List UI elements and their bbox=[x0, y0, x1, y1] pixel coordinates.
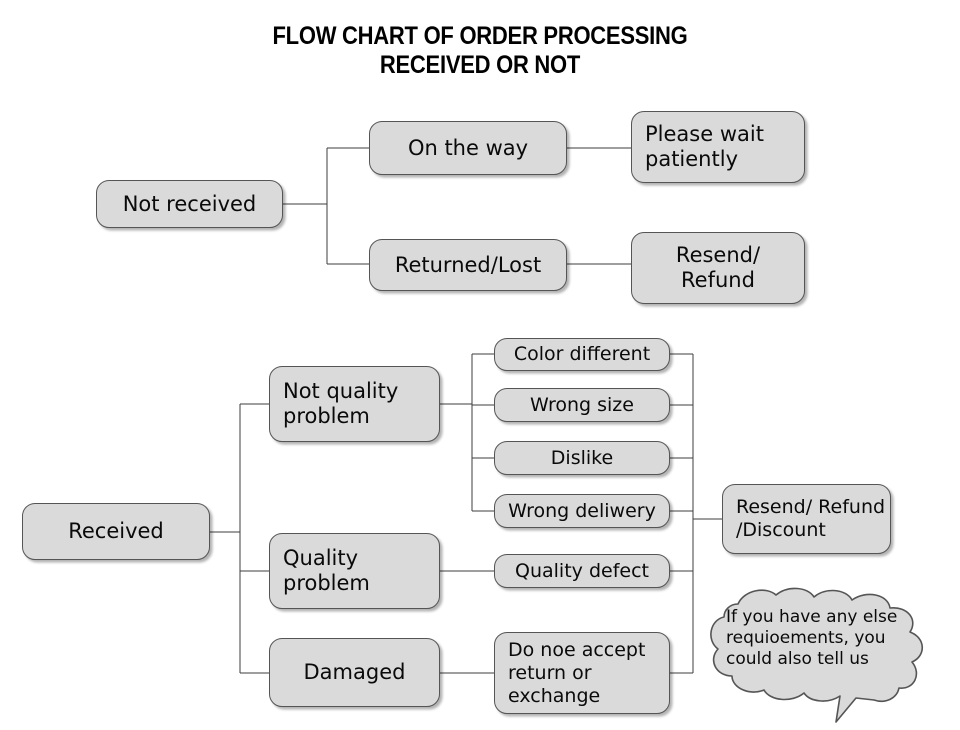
node-not-quality-problem[interactable]: Not quality problem bbox=[269, 366, 440, 442]
node-wrong-size[interactable]: Wrong size bbox=[494, 388, 670, 422]
node-resend-refund[interactable]: Resend/ Refund bbox=[631, 232, 805, 304]
node-quality-defect[interactable]: Quality defect bbox=[494, 554, 670, 588]
callout-bubble[interactable]: If you have any else requioements, you c… bbox=[704, 586, 936, 724]
callout-bubble-text: If you have any else requioements, you c… bbox=[726, 607, 898, 669]
node-wrong-delivery[interactable]: Wrong deliwery bbox=[494, 494, 670, 528]
node-quality-problem[interactable]: Quality problem bbox=[269, 533, 440, 609]
node-damaged[interactable]: Damaged bbox=[269, 638, 440, 707]
node-do-not-accept-return-or-exchange[interactable]: Do noe accept return or exchange bbox=[494, 632, 670, 714]
node-resend-refund-discount[interactable]: Resend/ Refund /Discount bbox=[722, 484, 891, 554]
node-not-received[interactable]: Not received bbox=[96, 180, 283, 228]
node-returned-lost[interactable]: Returned/Lost bbox=[369, 239, 567, 291]
node-on-the-way[interactable]: On the way bbox=[369, 121, 567, 175]
page-title: FLOW CHART OF ORDER PROCESSING RECEIVED … bbox=[272, 22, 688, 79]
callout-bubble-shape bbox=[710, 587, 924, 723]
node-received[interactable]: Received bbox=[22, 503, 210, 560]
node-color-different[interactable]: Color different bbox=[494, 338, 670, 371]
node-dislike[interactable]: Dislike bbox=[494, 441, 670, 475]
node-please-wait-patiently[interactable]: Please wait patiently bbox=[631, 111, 805, 183]
